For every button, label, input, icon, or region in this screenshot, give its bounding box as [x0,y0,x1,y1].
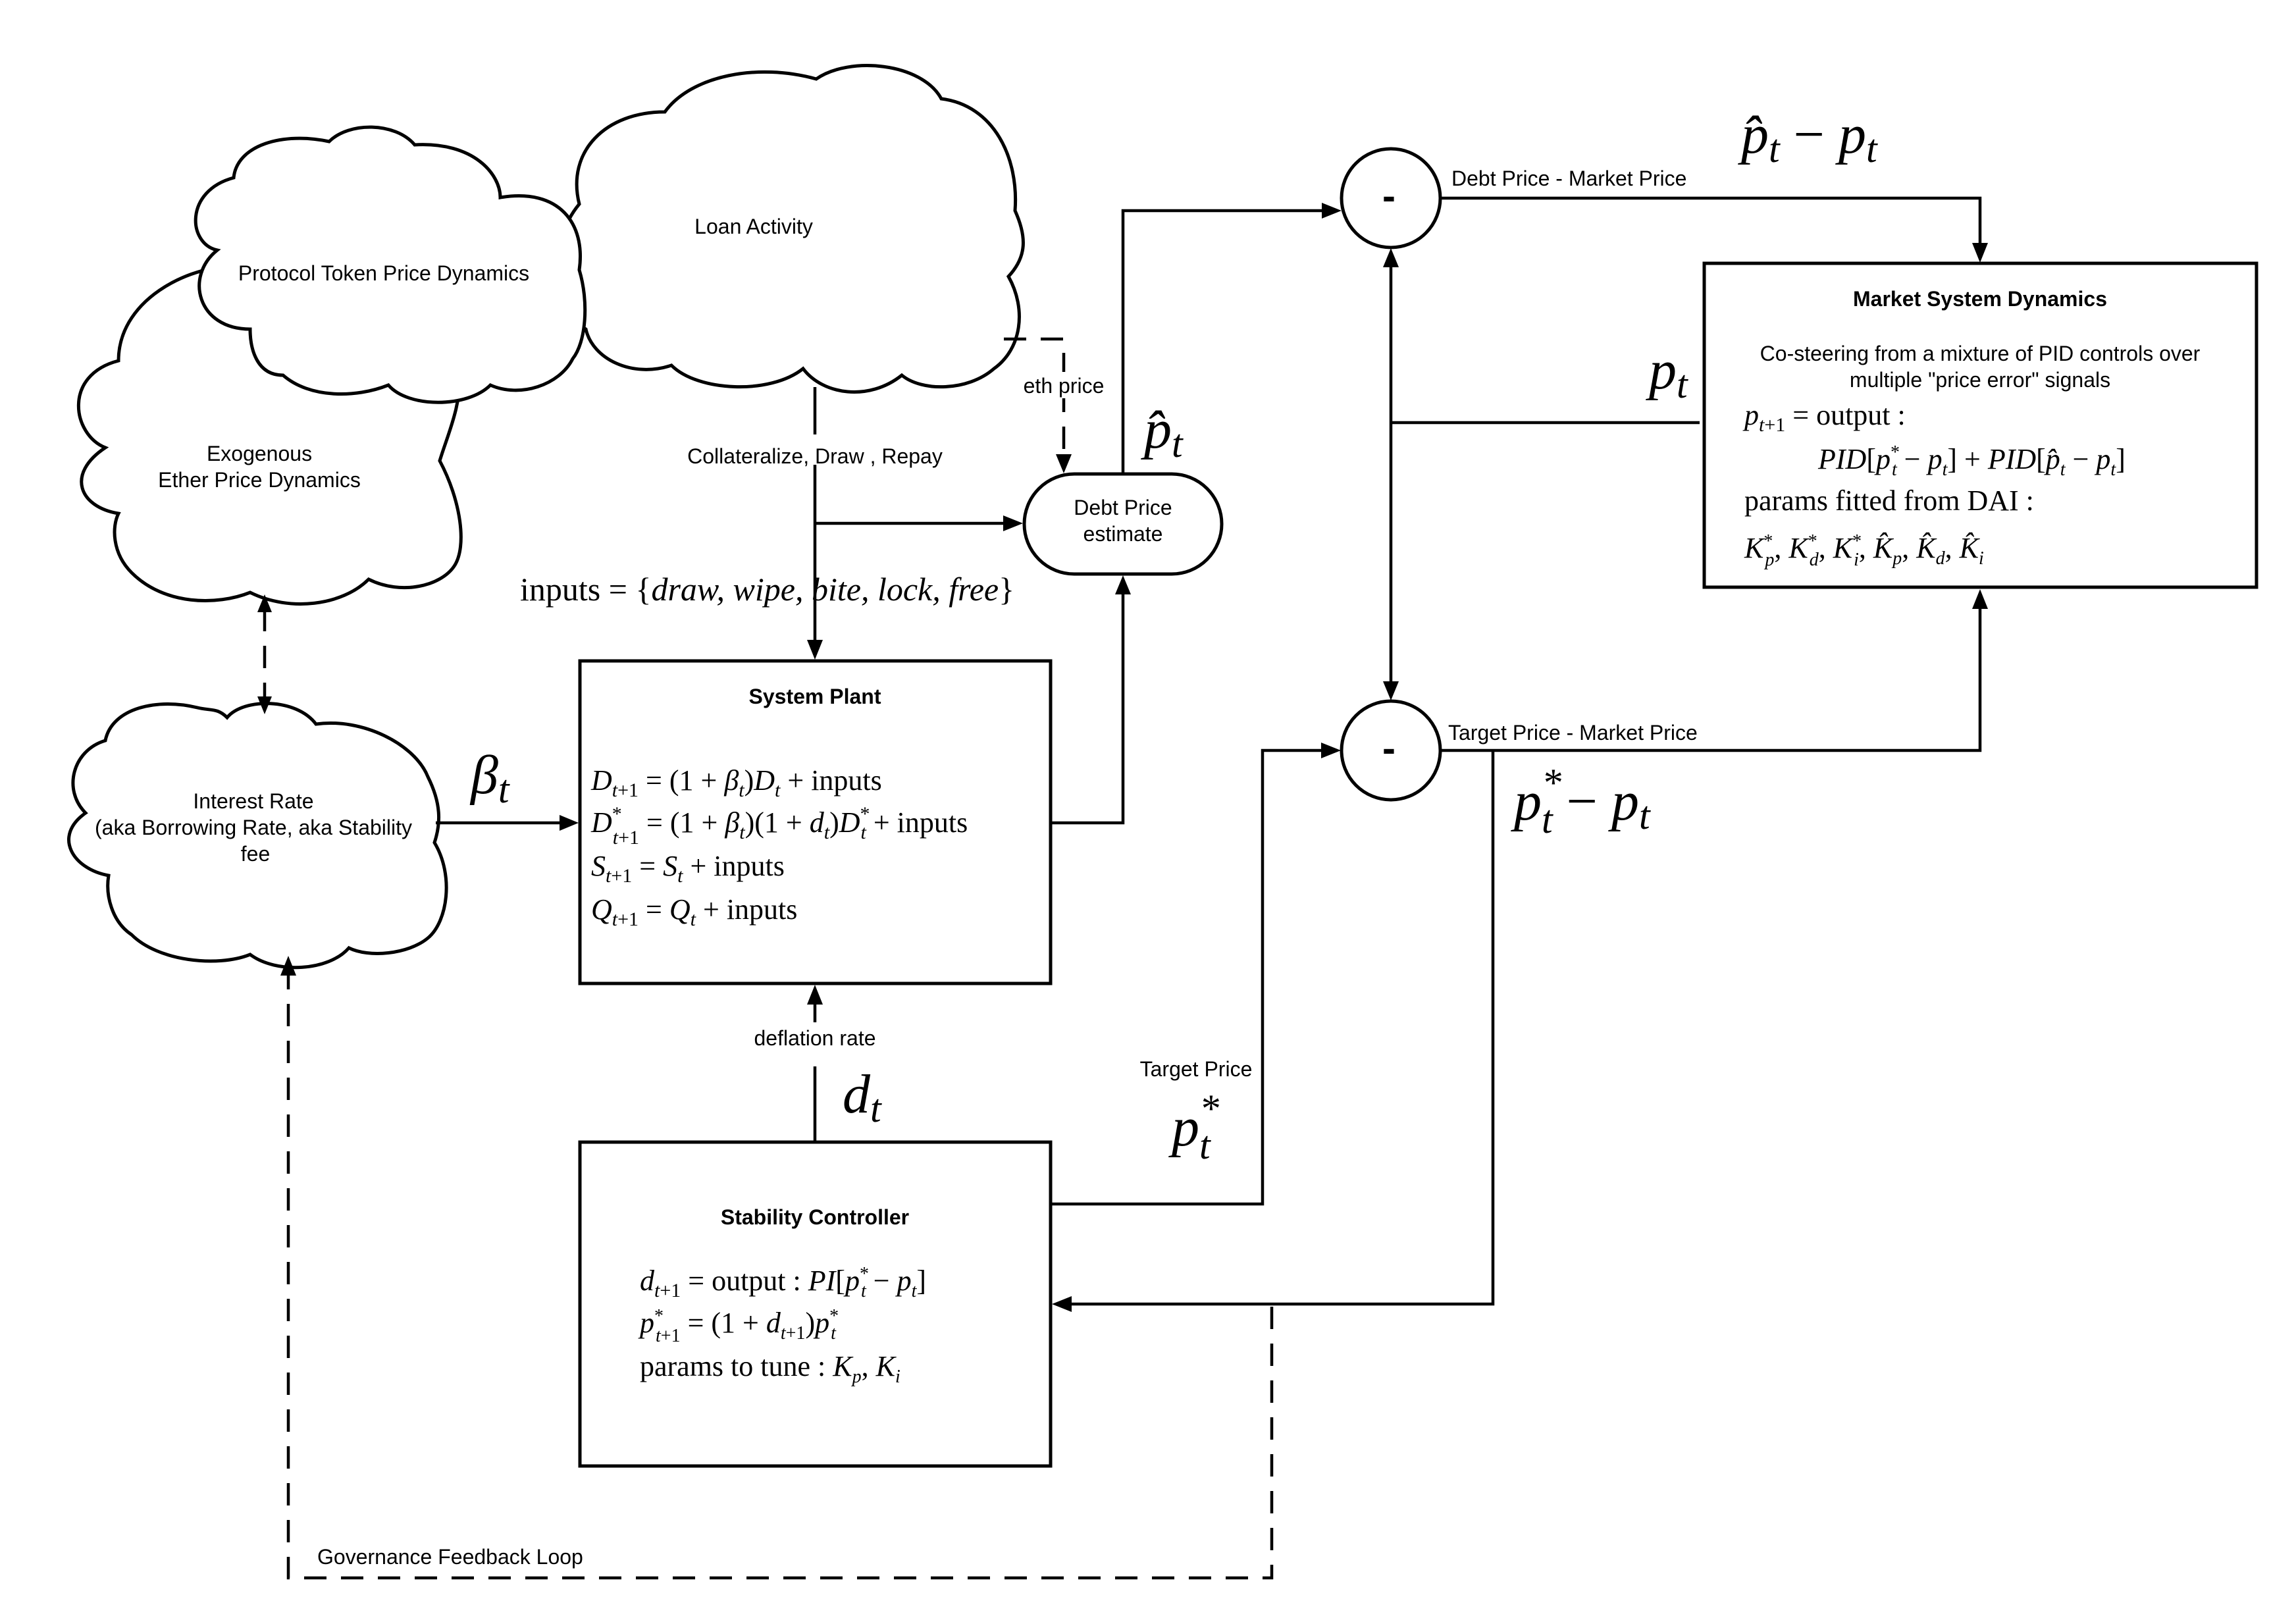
stability-controller-box [578,1140,1053,1468]
arrowhead-market-top [1972,243,1988,263]
label-p-t-market: pt [1646,340,1688,406]
arrowhead-junction1-bottom [1383,248,1399,267]
system-plant-eq-collateral: Qt+1 = Qt + inputs [591,893,797,930]
wire-target-price [1051,748,1324,1206]
label-governance-feedback-loop: Governance Feedback Loop [317,1545,583,1569]
wire-eth-price [1004,337,1066,458]
label-phat-t: p̂t [1141,399,1184,465]
system-plant-eq-supply: St+1 = St + inputs [591,850,785,887]
arrowhead-junction2-top [1383,681,1399,700]
label-deflation-rate: deflation rate [754,1026,875,1050]
arrowhead-market-bottom [1972,589,1988,609]
cloud-exogenous-line2: Ether Price Dynamics [158,468,361,492]
market-eq-params-label: params fitted from DAI : [1744,484,2034,517]
debt-price-estimate-line1: Debt Price [1074,496,1172,519]
label-target-minus-market: Target Price - Market Price [1448,721,1698,745]
label-bg-collateralize [678,434,954,465]
controller-eq-target: p*t+1 = (1 + dt+1)p*t [638,1306,839,1346]
system-plant-box [578,659,1053,985]
arrowhead-interest-bottom [280,956,296,976]
label-p-star-t: p*t [1168,1087,1219,1167]
label-collateralize-draw-repay: Collateralize, Draw , Repay [687,444,943,468]
summing-junction-target: - [1340,699,1442,802]
wire-error-to-controller [1068,750,1495,1306]
junction-sign: - [1382,174,1396,218]
label-beta-t: βt [469,745,510,811]
label-inputs: inputs = {draw, wipe, bite, lock, free} [520,571,1014,608]
market-eq-output: pt+1 = output : [1742,399,1906,436]
arrowhead-eth-price [1056,454,1072,473]
market-system-title: Market System Dynamics [1853,287,2107,311]
wire-junction1-to-market [1440,196,1982,246]
cloud-protocol-token: Protocol Token Price Dynamics [194,125,587,404]
cloud-exogenous-line1: Exogenous [207,442,312,465]
system-plant-eq-target-debt: D*t+1 = (1 + βt)(1 + dt)D*t + inputs [590,803,968,849]
controller-eq-params: params to tune : Kp, Ki [640,1350,900,1387]
label-target-price: Target Price [1140,1057,1253,1081]
label-bg-eth-price [1017,372,1109,398]
label-eth-price: eth price [1024,374,1105,398]
cloud-loan-activity: Loan Activity [556,64,1025,394]
label-d-t: dt [843,1064,882,1130]
market-system-dynamics-box [1702,261,2258,589]
arrowhead-plant-pill [1115,575,1131,594]
label-debt-minus-market: Debt Price - Market Price [1451,167,1686,190]
controller-eq-deflation: dt+1 = output : PI[p*t − pt] [640,1264,926,1301]
arrowhead-loan-plant [807,640,823,660]
wire-junction2-to-market [1440,606,1982,752]
arrowhead-loan-pill [1003,515,1023,531]
cloud-protocol-token-label: Protocol Token Price Dynamics [238,261,529,285]
arrowhead-plant-bottom [807,985,823,1005]
stability-controller-title: Stability Controller [721,1205,909,1229]
arrowhead-controller-right [1052,1296,1072,1312]
market-system-desc-line2: multiple "price error" signals [1850,368,2110,392]
wire-governance-loop [286,973,1274,1580]
market-eq-params: K*p, K*d, K*i, K̂p, K̂d, K̂i [1744,531,1984,570]
junction-sign: - [1382,726,1396,770]
arrowhead-junction1-left [1322,203,1342,219]
label-phat-minus-p: p̂t − pt [1738,104,1878,170]
label-bg-deflation [737,1022,895,1053]
market-eq-pid: PID[p*t − pt] + PID[p̂t − pt] [1817,442,2126,480]
cloud-loan-activity-label: Loan Activity [694,215,813,238]
debt-price-estimate-line2: estimate [1083,522,1163,546]
debt-price-estimate-node [1022,472,1224,576]
wire-pill-to-junction1 [1121,209,1324,474]
cloud-interest-line1: Interest Rate [193,789,313,813]
arrowhead-beta [560,815,579,831]
summing-junction-debt: - [1340,147,1442,249]
label-pstar-minus-p: p*t − pt [1511,761,1651,841]
cloud-interest-rate: Interest Rate (aka Borrowing Rate, aka S… [67,702,448,970]
arrowhead-down-interest [257,696,272,714]
system-plant-eq-debt: Dt+1 = (1 + βt)Dt + inputs [590,764,882,801]
cloud-interest-line3: fee [241,842,270,866]
cloud-interest-line2: (aka Borrowing Rate, aka Stability [95,816,412,839]
arrowhead-junction2-left [1321,743,1341,758]
system-plant-title: System Plant [749,685,881,708]
arrowhead-up-exogenous [257,594,272,612]
market-system-desc-line1: Co-steering from a mixture of PID contro… [1760,342,2201,365]
wire-plant-to-pill [1051,591,1125,825]
